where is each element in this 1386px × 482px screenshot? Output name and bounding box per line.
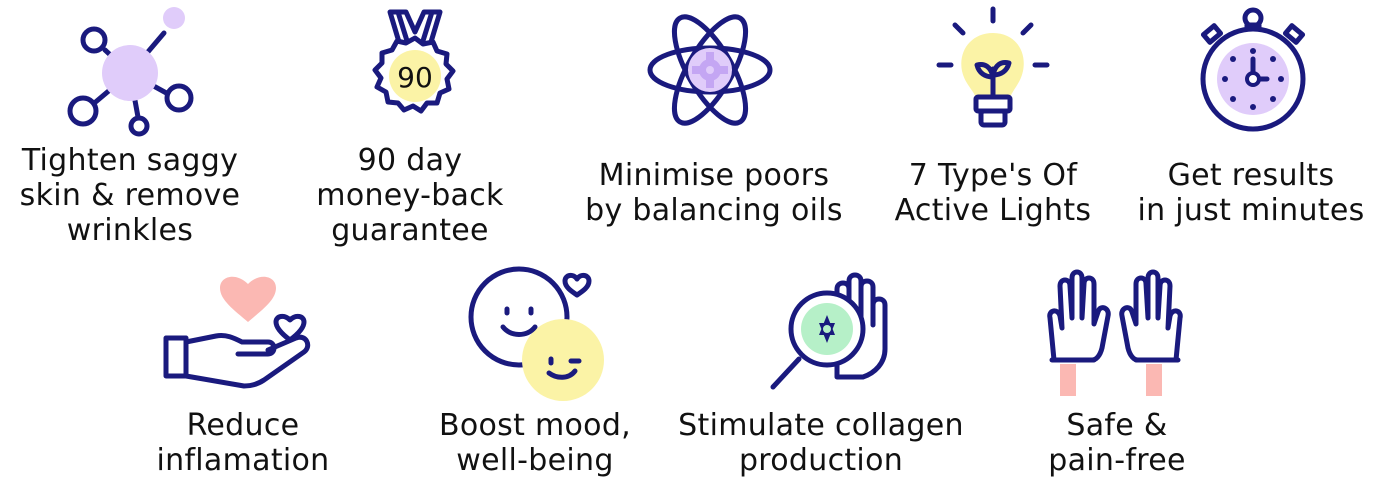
lightbulb-plant-icon bbox=[936, 6, 1050, 128]
feature-label: Reduce inflamation bbox=[156, 408, 330, 478]
feature-label: 90 day money-back guarantee bbox=[316, 143, 504, 248]
atom-gear-icon bbox=[647, 14, 773, 126]
badge-number: 90 bbox=[397, 61, 433, 94]
gloves-icon bbox=[1047, 269, 1183, 396]
medal-badge-icon: 90 bbox=[372, 9, 456, 114]
feature-label: Minimise poors by balancing oils bbox=[585, 158, 843, 228]
stopwatch-icon bbox=[1200, 7, 1306, 132]
feature-label: Tighten saggy skin & remove wrinkles bbox=[19, 143, 241, 248]
smiley-faces-icon bbox=[468, 266, 604, 401]
feature-label: Boost mood, well-being bbox=[438, 408, 632, 478]
feature-label: Safe & pain-free bbox=[1048, 408, 1186, 478]
molecule-icon bbox=[67, 7, 194, 137]
hand-heart-icon bbox=[163, 276, 311, 389]
heart-outline bbox=[273, 313, 307, 343]
magnifier-hand-icon bbox=[770, 272, 888, 390]
feature-label: Get results in just minutes bbox=[1137, 158, 1365, 228]
feature-label: 7 Type's Of Active Lights bbox=[894, 158, 1092, 228]
feature-label: Stimulate collagen production bbox=[678, 408, 964, 478]
heart-pink bbox=[220, 276, 276, 322]
